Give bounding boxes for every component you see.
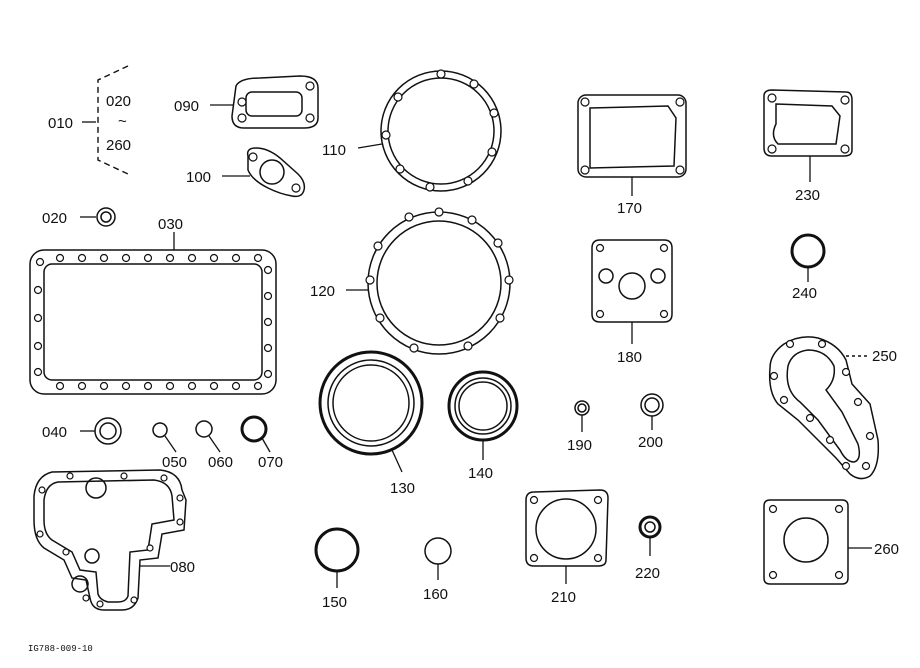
label-200: 200 xyxy=(638,434,663,451)
figure-code: IG788-009-10 xyxy=(28,644,93,654)
part-250-holes xyxy=(769,339,875,471)
part-250-gasket[interactable]: 250 xyxy=(768,336,897,480)
part-150-oring[interactable]: 150 xyxy=(314,527,360,611)
label-230: 230 xyxy=(795,187,820,204)
part-110-gasket[interactable]: 110 xyxy=(322,69,502,192)
label-110: 110 xyxy=(322,142,346,159)
part-120-holes xyxy=(365,207,514,353)
part-080-holes xyxy=(36,472,184,608)
label-070: 070 xyxy=(258,454,283,471)
label-170: 170 xyxy=(617,200,642,217)
range-end: 260 xyxy=(106,137,131,154)
part-230-gasket[interactable]: 230 xyxy=(763,89,853,204)
label-040: 040 xyxy=(42,424,67,441)
part-190-ring[interactable]: 190 xyxy=(567,400,592,454)
label-220: 220 xyxy=(635,565,660,582)
label-050: 050 xyxy=(162,454,187,471)
label-210: 210 xyxy=(551,589,576,606)
label-240: 240 xyxy=(792,285,817,302)
part-020-ring[interactable]: 020 xyxy=(42,207,116,227)
part-050-ring[interactable]: 050 xyxy=(152,422,187,471)
label-080: 080 xyxy=(170,559,195,576)
part-100-gasket[interactable]: 100 xyxy=(186,147,306,198)
label-060: 060 xyxy=(208,454,233,471)
part-030-holes xyxy=(33,253,273,391)
part-210-gasket[interactable]: 210 xyxy=(525,489,609,606)
part-060-ring[interactable]: 060 xyxy=(195,420,233,471)
part-200-ring[interactable]: 200 xyxy=(638,393,664,451)
label-180: 180 xyxy=(617,349,642,366)
label-150: 150 xyxy=(322,594,347,611)
part-180-gasket[interactable]: 180 xyxy=(591,239,673,366)
label-090: 090 xyxy=(174,98,199,115)
label-260: 260 xyxy=(874,541,899,558)
label-140: 140 xyxy=(468,465,493,482)
part-010-group: 010 020 ~ 260 xyxy=(48,65,131,175)
part-080-gasket[interactable]: 080 xyxy=(33,469,195,611)
part-160-ring[interactable]: 160 xyxy=(423,537,452,603)
part-260-gasket[interactable]: 260 xyxy=(763,499,899,585)
label-030: 030 xyxy=(158,216,183,233)
label-120: 120 xyxy=(310,283,335,300)
label-020: 020 xyxy=(42,210,67,227)
part-130-seal[interactable]: 130 xyxy=(318,350,424,497)
label-130: 130 xyxy=(390,480,415,497)
part-220-seal[interactable]: 220 xyxy=(635,515,662,582)
label-100: 100 xyxy=(186,169,211,186)
part-040-ring[interactable]: 040 xyxy=(42,417,122,445)
range-start: 020 xyxy=(106,93,131,110)
part-070-oring[interactable]: 070 xyxy=(240,415,283,471)
part-120-gasket[interactable]: 120 xyxy=(310,207,514,355)
label-190: 190 xyxy=(567,437,592,454)
part-140-seal[interactable]: 140 xyxy=(447,370,519,482)
label-250: 250 xyxy=(872,348,897,365)
part-240-oring[interactable]: 240 xyxy=(790,233,826,302)
part-170-gasket[interactable]: 170 xyxy=(577,94,687,217)
part-030-gasket[interactable]: 030 xyxy=(29,216,277,395)
range-tilde: ~ xyxy=(118,113,127,130)
label-160: 160 xyxy=(423,586,448,603)
part-090-gasket[interactable]: 090 xyxy=(174,75,319,129)
label-010: 010 xyxy=(48,115,73,132)
